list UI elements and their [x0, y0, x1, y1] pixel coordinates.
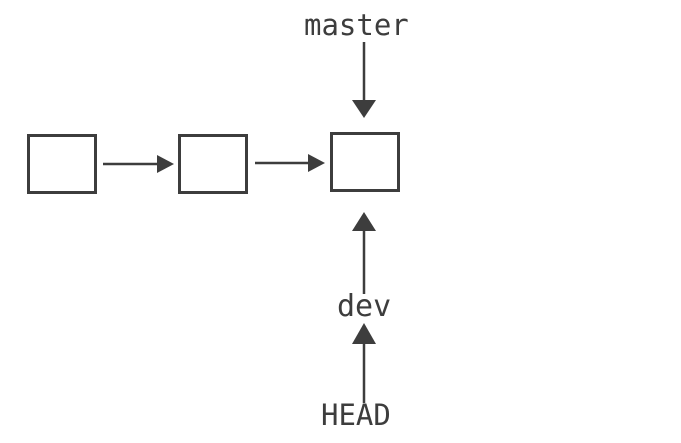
- branch-label-dev: dev: [337, 289, 392, 324]
- branch-label-master: master: [304, 8, 409, 42]
- arrowhead-up-icon: [352, 212, 376, 231]
- arrowhead-right-icon: [308, 154, 325, 172]
- commit-node-1: [27, 134, 97, 194]
- arrow-master-to-commit3: [352, 42, 376, 118]
- head-pointer-label: HEAD: [321, 398, 391, 432]
- arrowhead-up-icon: [352, 323, 376, 344]
- arrow-dev-to-commit3: [352, 212, 376, 294]
- commit-node-3: [330, 132, 400, 192]
- arrowhead-right-icon: [157, 155, 174, 173]
- arrow-commit2-to-commit3: [255, 154, 325, 172]
- arrow-commit1-to-commit2: [103, 155, 174, 173]
- commit-node-2: [178, 134, 248, 194]
- arrow-head-to-dev: [352, 323, 376, 403]
- arrowhead-down-icon: [352, 100, 376, 118]
